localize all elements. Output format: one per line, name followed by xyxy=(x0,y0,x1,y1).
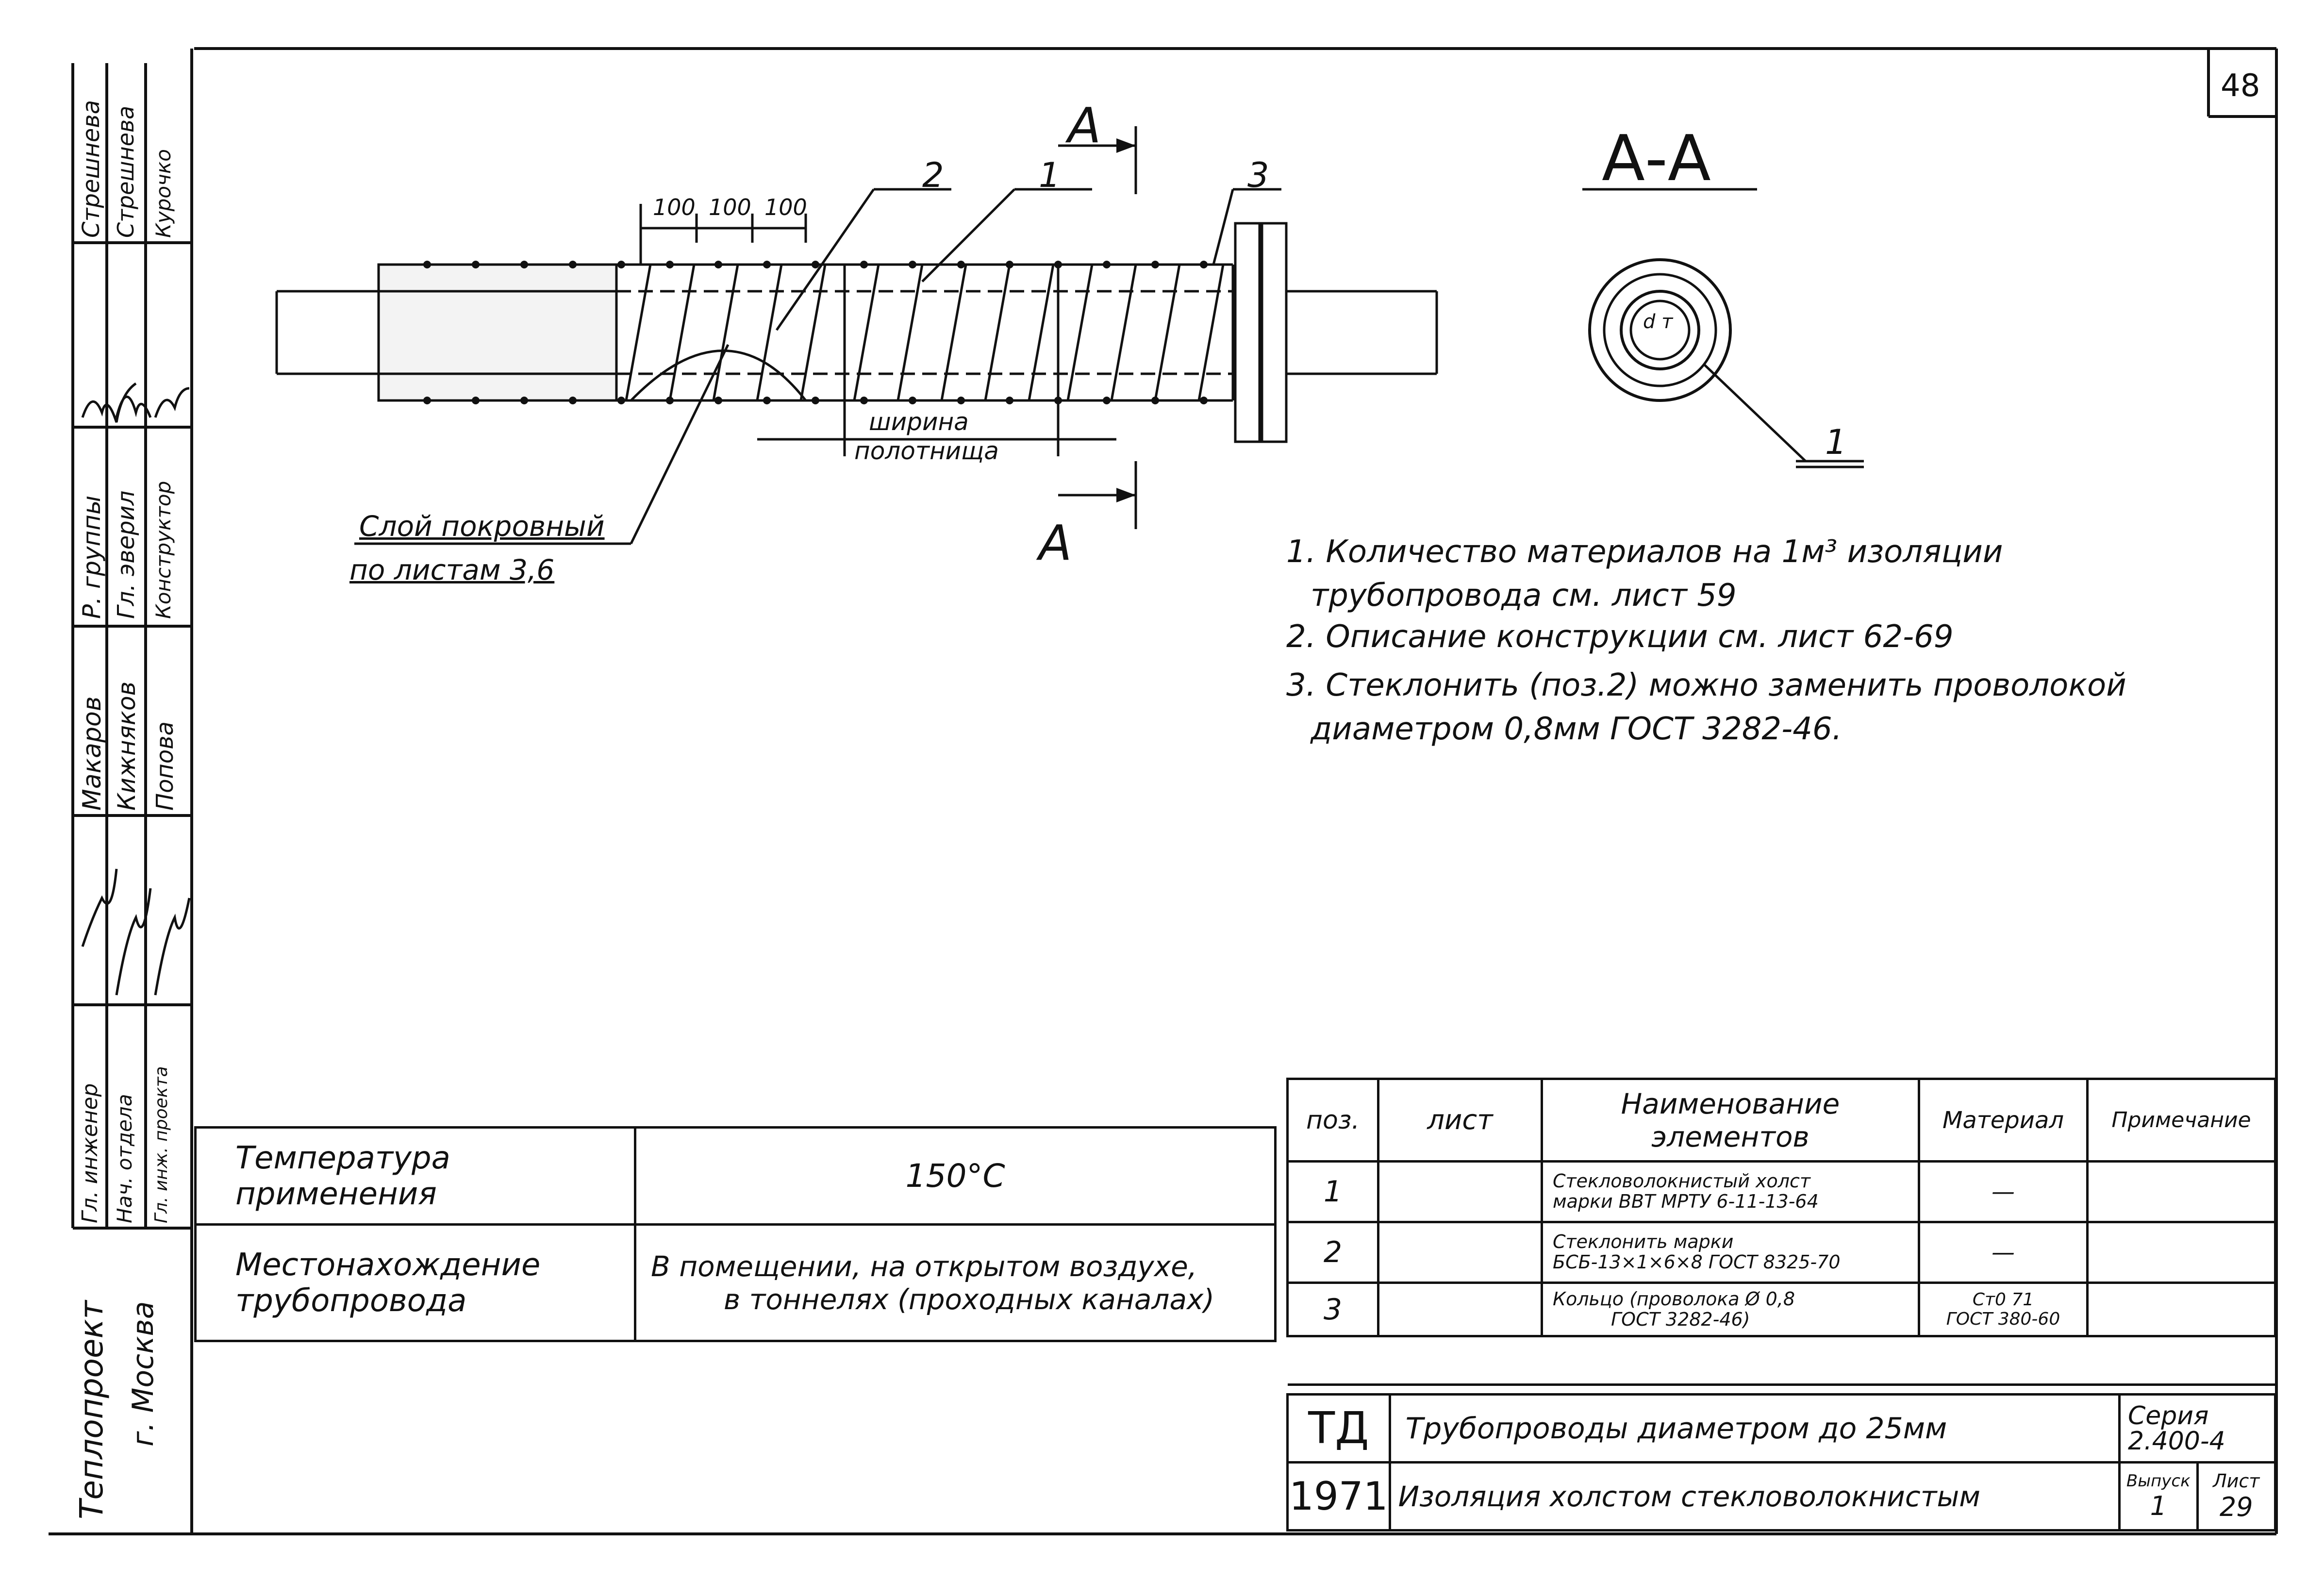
note-3-cont: диаметром 0,8мм ГОСТ 3282-46. xyxy=(1311,711,1842,747)
row1-name-1: Стекловолокнистый холст xyxy=(1553,1170,1811,1192)
stamp-col1-role2: Р. группы xyxy=(78,495,106,619)
section-mark-bottom: А xyxy=(1039,515,1072,571)
issue-value: 1 xyxy=(2150,1491,2167,1521)
location-value-cell: В помещении, на открытом воздухе, в тонн… xyxy=(634,1223,1277,1342)
stamp-col3-role1: Гл. инж. проекта xyxy=(151,1066,171,1223)
sheet-value: 29 xyxy=(2219,1492,2253,1522)
spec-spacer xyxy=(1287,1335,2275,1386)
section-dim-label: d т xyxy=(1643,311,1673,333)
series-value: 2.400-4 xyxy=(2128,1426,2225,1456)
series-label: Серия xyxy=(2128,1401,2209,1431)
dim-100-1: 100 xyxy=(653,194,696,220)
row3-name-1: Кольцо (проволока Ø 0,8 xyxy=(1553,1288,1795,1310)
note-2: 2. Описание конструкции см. лист 62-69 xyxy=(1286,619,1954,655)
sheet-cell: Лист 29 xyxy=(2196,1461,2276,1531)
stamp-col2-role2: Гл. эверил xyxy=(113,490,140,619)
title-line-2: Изоляция холстом стекловолокнистым xyxy=(1388,1461,2121,1531)
sheet-number: 48 xyxy=(2221,68,2260,104)
note-1: 1. Количество материалов на 1м³ изоляции xyxy=(1286,534,2003,570)
row2-name-1: Стеклонить марки xyxy=(1553,1231,1734,1253)
stamp-col3-name: Курочко xyxy=(151,149,175,238)
td-mark: ТД xyxy=(1286,1393,1391,1464)
section-arrow-bottom xyxy=(1116,488,1136,502)
width-label-1: ширина xyxy=(869,408,969,436)
title-block: ТД Трубопроводы диаметром до 25мм Серия … xyxy=(1286,1393,2276,1531)
hdr-sheet: лист xyxy=(1377,1078,1543,1163)
row3-name-2: ГОСТ 3282-46) xyxy=(1611,1308,1750,1330)
stamp-col2-name2: Кижняков xyxy=(113,681,141,811)
dim-100-3: 100 xyxy=(764,194,807,220)
location-label-cell: Местонахождение трубопровода xyxy=(194,1223,636,1342)
stamp-col1-name2: Макаров xyxy=(78,696,107,811)
row2-material: — xyxy=(1918,1221,2089,1284)
row3-material-1: Ст0 71 xyxy=(1972,1289,2034,1310)
signatures xyxy=(81,382,191,996)
location-value-2: в тоннелях (проходных каналах) xyxy=(724,1282,1214,1316)
section-mark-top: А xyxy=(1068,97,1101,154)
stamp-col2-role1: Нач. отдела xyxy=(113,1094,136,1223)
hdr-name-1: Наименование xyxy=(1621,1087,1840,1120)
series-cell: Серия 2.400-4 xyxy=(2118,1393,2276,1464)
issue-label: Выпуск xyxy=(2126,1471,2191,1491)
row1-note xyxy=(2086,1160,2276,1223)
spec-row-3: 3 Кольцо (проволока Ø 0,8 ГОСТ 3282-46) … xyxy=(1286,1281,2276,1337)
row2-name: Стеклонить марки БСБ-13×1×6×8 ГОСТ 8325-… xyxy=(1541,1221,1920,1284)
stamp-col3-name2: Попова xyxy=(151,721,179,811)
temp-label-1: Температура xyxy=(235,1140,450,1176)
section-callout-1: 1 xyxy=(1825,422,1847,462)
year-mark: 1971 xyxy=(1286,1461,1391,1531)
hdr-note: Примечание xyxy=(2086,1078,2276,1163)
row1-name-2: марки ВВТ МРТУ 6-11-13-64 xyxy=(1553,1191,1819,1212)
dim-100-2: 100 xyxy=(709,194,751,220)
note-1-cont: трубопровода см. лист 59 xyxy=(1311,578,1737,614)
hdr-name-cell: Наименование элементов xyxy=(1541,1078,1920,1163)
location-label-1: Местонахождение xyxy=(235,1247,541,1283)
row2-sheet xyxy=(1377,1221,1543,1284)
hdr-material: Материал xyxy=(1918,1078,2089,1163)
row3-material-2: ГОСТ 380-60 xyxy=(1946,1309,2060,1329)
spec-table: поз. лист Наименование элементов Материа… xyxy=(1286,1078,2276,1386)
stamp-col1-name: Стрешнева xyxy=(78,100,105,238)
stamp-col3-role2: Конструктор xyxy=(151,481,175,619)
sheet-label: Лист xyxy=(2213,1470,2260,1492)
conditions-table: Температура применения 150°С Местонахожд… xyxy=(194,1126,1277,1342)
location-value-1: В помещении, на открытом воздухе, xyxy=(651,1249,1197,1283)
section-arrow-top xyxy=(1116,138,1136,153)
stamp-org-1: Теплопроект xyxy=(73,1300,110,1519)
cover-layer-label-1: Слой покровный xyxy=(359,510,605,543)
callout-2: 2 xyxy=(922,155,944,195)
row3-material: Ст0 71 ГОСТ 380-60 xyxy=(1918,1281,2089,1337)
callout-1: 1 xyxy=(1039,155,1061,195)
note-3: 3. Стеклонить (поз.2) можно заменить про… xyxy=(1286,667,2126,703)
hdr-name-2: элементов xyxy=(1651,1120,1809,1153)
section-title: А-А xyxy=(1602,121,1711,195)
spec-row-1: 1 Стекловолокнистый холст марки ВВТ МРТУ… xyxy=(1286,1160,2276,1223)
row2-name-2: БСБ-13×1×6×8 ГОСТ 8325-70 xyxy=(1553,1251,1841,1273)
row1-material: — xyxy=(1918,1160,2089,1223)
row1-pos: 1 xyxy=(1286,1160,1379,1223)
row3-pos: 3 xyxy=(1286,1281,1379,1337)
location-label-2: трубопровода xyxy=(235,1282,467,1319)
row1-name: Стекловолокнистый холст марки ВВТ МРТУ 6… xyxy=(1541,1160,1920,1223)
row2-note xyxy=(2086,1221,2276,1284)
callout-3: 3 xyxy=(1247,155,1269,195)
stamp-col1-role1: Гл. инженер xyxy=(78,1083,102,1223)
stamp-col2-name: Стрешнева xyxy=(113,105,139,238)
issue-cell: Выпуск 1 xyxy=(2118,1461,2199,1531)
row3-name: Кольцо (проволока Ø 0,8 ГОСТ 3282-46) xyxy=(1541,1281,1920,1337)
cover-layer-label-2: по листам 3,6 xyxy=(349,553,555,586)
temp-label-cell: Температура применения xyxy=(194,1126,636,1226)
row1-sheet xyxy=(1377,1160,1543,1223)
temp-label-2: применения xyxy=(235,1176,437,1212)
row3-sheet xyxy=(1377,1281,1543,1337)
row3-note xyxy=(2086,1281,2276,1337)
hdr-pos: поз. xyxy=(1286,1078,1379,1163)
stamp-org-2: г. Москва xyxy=(126,1301,160,1447)
temp-value: 150°С xyxy=(634,1126,1277,1226)
row2-pos: 2 xyxy=(1286,1221,1379,1284)
spec-row-2: 2 Стеклонить марки БСБ-13×1×6×8 ГОСТ 832… xyxy=(1286,1221,2276,1284)
width-label-2: полотнища xyxy=(854,437,999,465)
title-line-1: Трубопроводы диаметром до 25мм xyxy=(1388,1393,2121,1464)
